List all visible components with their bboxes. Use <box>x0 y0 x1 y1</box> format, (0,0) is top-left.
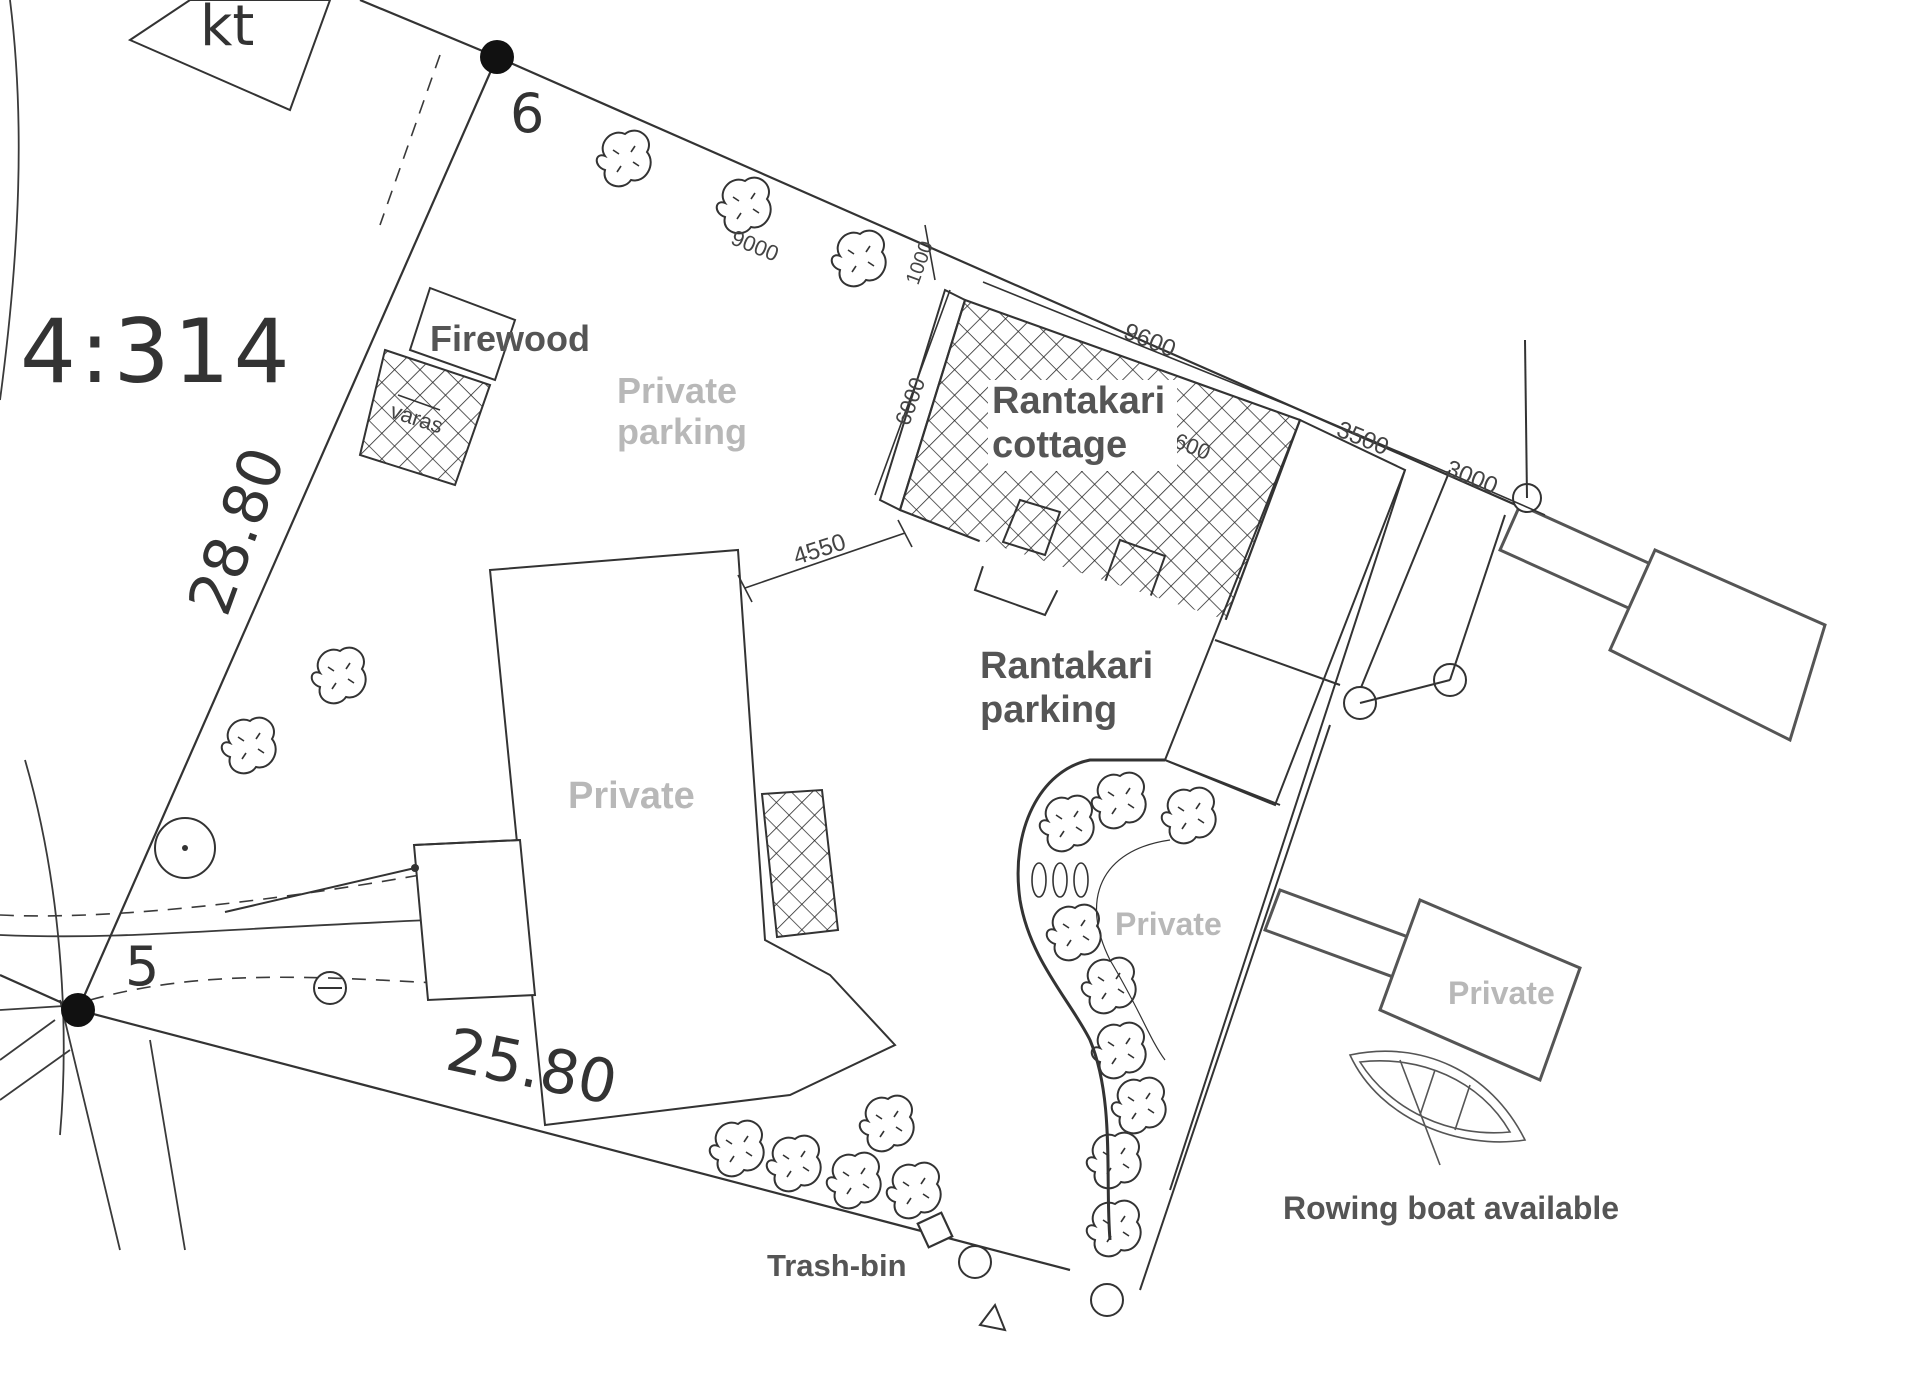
cottage-line-2: cottage <box>992 423 1128 466</box>
dimension-lines <box>737 224 1546 603</box>
boundary-marker <box>480 40 514 74</box>
pier-upper <box>1498 503 1827 743</box>
cottage-line-1: Rantakari <box>992 380 1166 422</box>
private-parking-line-1: Private <box>617 370 738 411</box>
rantakari-cottage-label: Rantakari cottage <box>988 380 1178 472</box>
firewood-shed <box>358 286 517 487</box>
private-parking-label: Private parking <box>617 370 747 453</box>
plot-boundary <box>0 0 1551 1272</box>
point-5-label: 5 <box>125 935 160 998</box>
private-parking-line-2: parking <box>617 411 748 453</box>
pier-lower <box>1263 888 1582 1083</box>
private-house-label: Private <box>568 775 695 817</box>
shore-path <box>1139 469 1451 1291</box>
rantakari-cottage <box>878 288 1302 662</box>
dashed-lines <box>0 54 471 1001</box>
parcel-number: 4:314 <box>20 300 294 403</box>
trash-bin-icon <box>916 1211 954 1249</box>
trash-bin-label: Trash-bin <box>767 1248 907 1283</box>
point-6-label: 6 <box>510 82 545 145</box>
kt-box <box>127 0 332 112</box>
boundary-marker <box>61 993 95 1027</box>
firewood-label: Firewood <box>430 318 590 359</box>
private-pier-label: Private <box>1448 975 1555 1011</box>
private-garden-label: Private <box>1115 906 1222 942</box>
rantakari-parking-line-1: Rantakari <box>980 645 1154 687</box>
road-lines <box>0 0 431 1251</box>
cottage-annex <box>1163 418 1407 807</box>
kt-label: kt <box>200 0 255 59</box>
garden-bed <box>1016 758 1165 1241</box>
rantakari-parking-line-2: parking <box>980 688 1118 731</box>
rantakari-parking-label: Rantakari parking <box>980 645 1153 732</box>
rowing-boat-icon <box>1348 1050 1527 1166</box>
private-house <box>412 548 897 1127</box>
rowing-boat-label: Rowing boat available <box>1283 1190 1620 1226</box>
